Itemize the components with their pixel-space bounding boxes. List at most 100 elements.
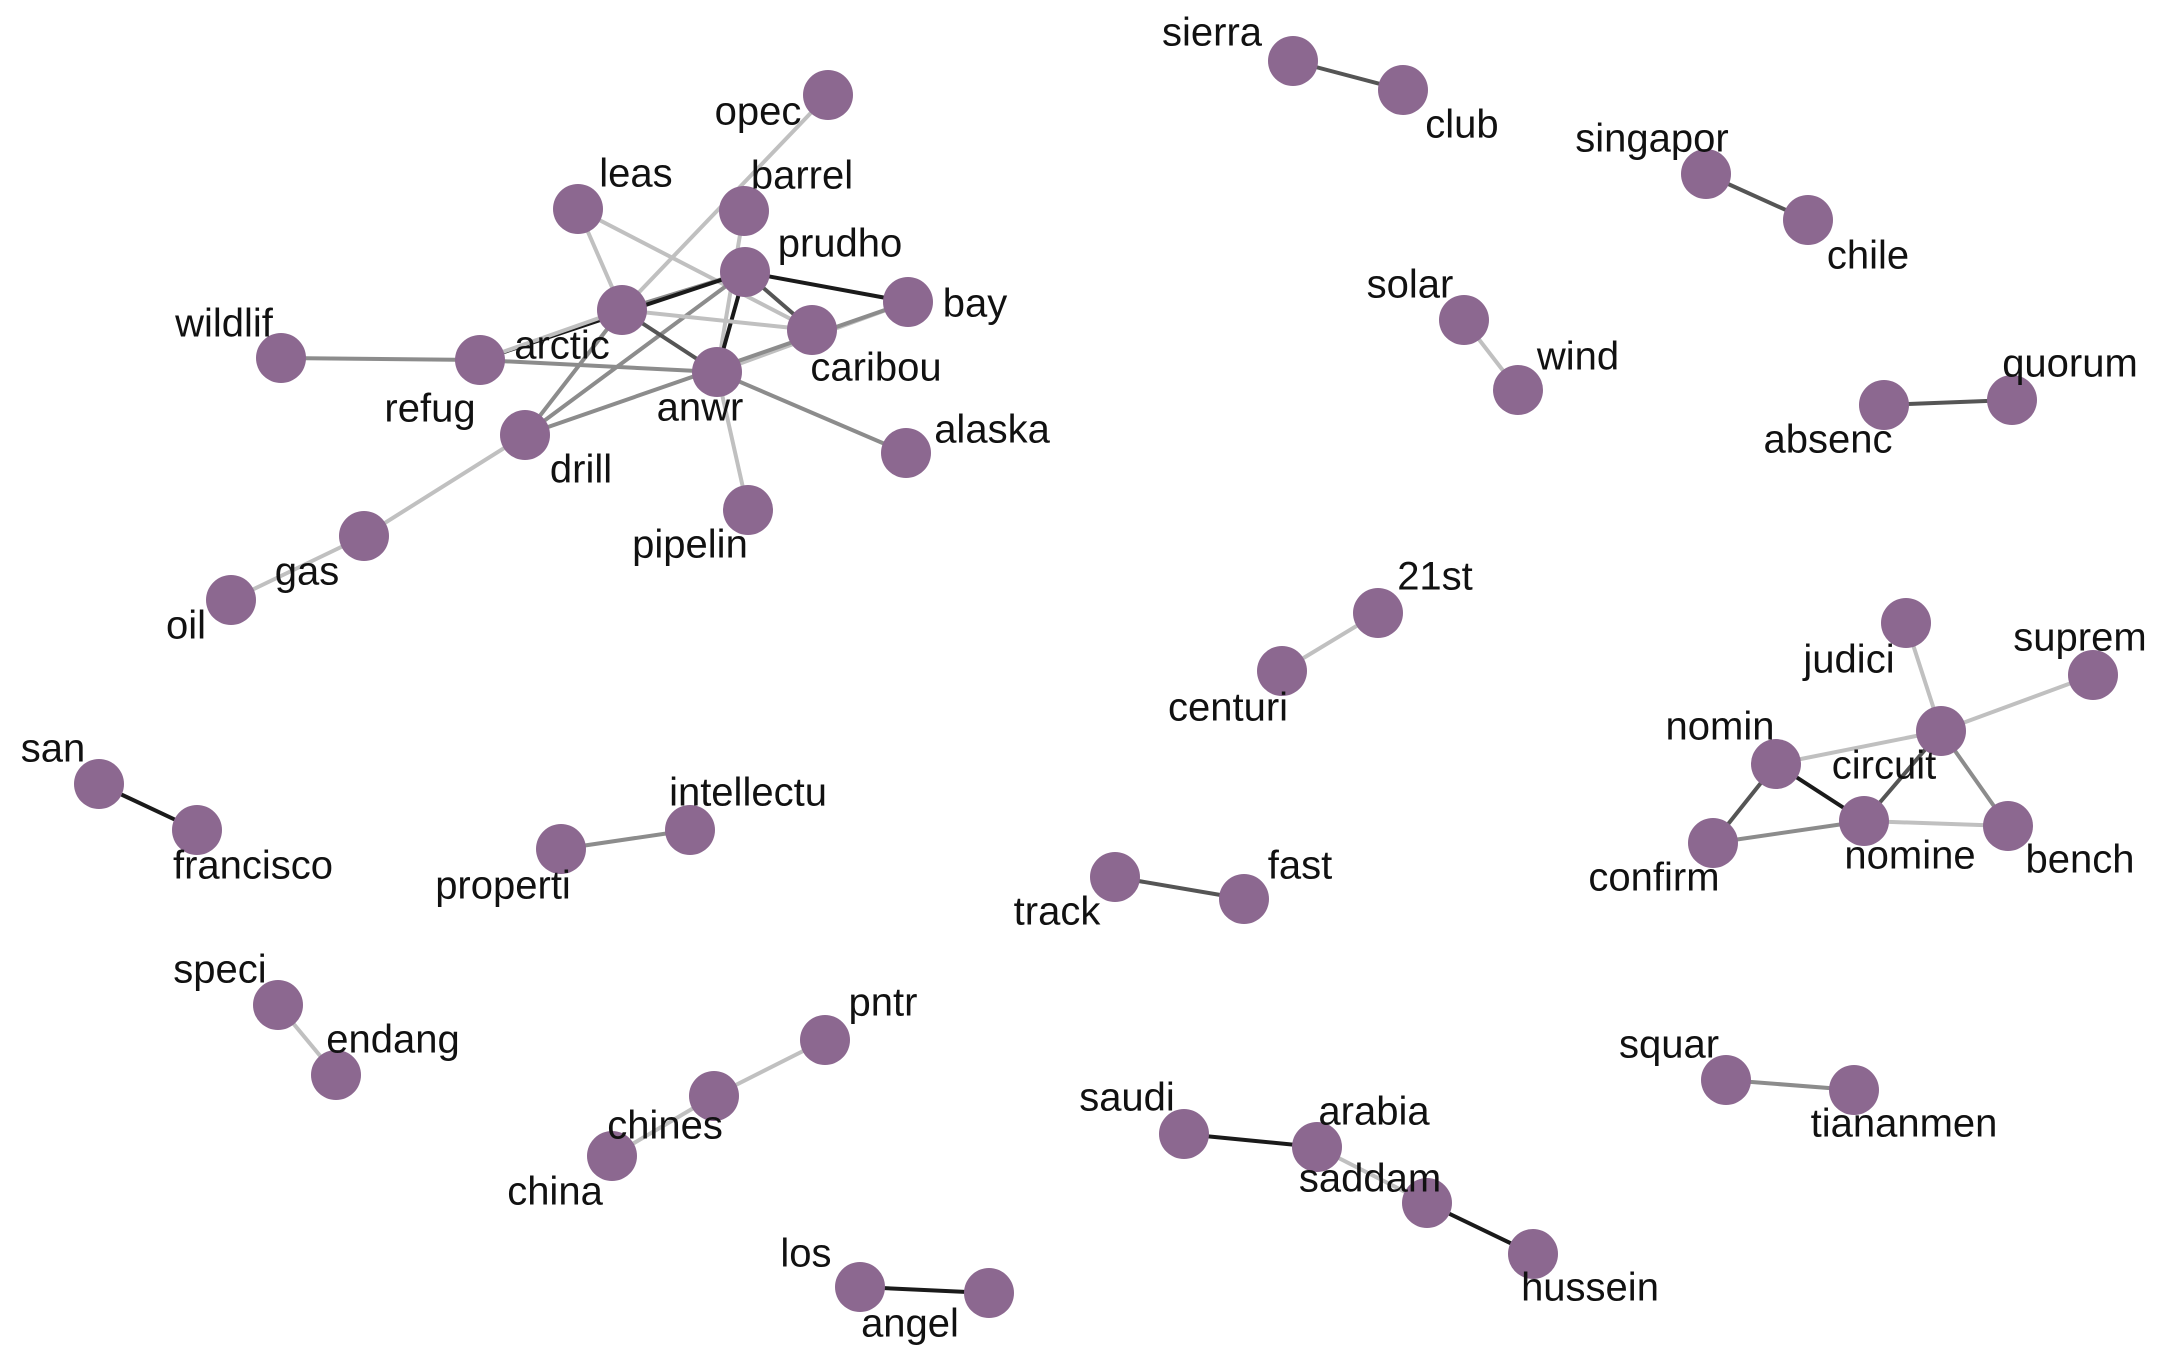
edge-wildlif-refug <box>279 356 482 362</box>
node-label-singapor: singapor <box>1575 117 1728 161</box>
node-anwr <box>692 347 742 397</box>
node-label-leas: leas <box>599 152 672 196</box>
node-endang <box>311 1050 361 1100</box>
node-prudho <box>720 247 770 297</box>
node-label-caribou: caribou <box>810 346 941 390</box>
node-quorum <box>1987 375 2037 425</box>
node-leas <box>553 184 603 234</box>
node-label-saddam: saddam <box>1299 1157 1441 1201</box>
node-properti <box>536 824 586 874</box>
node-label-circuit: circuit <box>1832 744 1936 788</box>
node-label-pntr: pntr <box>849 981 918 1025</box>
node-label-nomin: nomin <box>1666 705 1775 749</box>
node-angel <box>964 1268 1014 1318</box>
node-club <box>1378 65 1428 115</box>
node-alaska <box>881 428 931 478</box>
node-label-prudho: prudho <box>778 222 903 266</box>
node-fast <box>1219 874 1269 924</box>
node-label-san: san <box>21 727 86 771</box>
node-label-wildlif: wildlif <box>174 302 274 346</box>
edge-suprem-circuit <box>1939 673 2095 733</box>
node-label-intellectu: intellectu <box>669 771 827 815</box>
node-label-hussein: hussein <box>1521 1266 1659 1310</box>
node-label-chines: chines <box>607 1104 723 1148</box>
node-absenc <box>1859 380 1909 430</box>
node-bench <box>1983 801 2033 851</box>
node-singapor <box>1681 149 1731 199</box>
node-label-endang: endang <box>326 1018 459 1062</box>
node-pntr <box>800 1015 850 1065</box>
node-label-21st: 21st <box>1397 555 1473 599</box>
edge-confirm-nomine <box>1711 819 1866 845</box>
node-label-alaska: alaska <box>934 408 1050 452</box>
node-label-absenc: absenc <box>1764 418 1893 462</box>
node-label-angel: angel <box>861 1302 959 1346</box>
node-label-tiananmen: tiananmen <box>1811 1102 1998 1146</box>
node-label-opec: opec <box>715 90 802 134</box>
node-label-judici: judici <box>1802 638 1894 682</box>
edge-refug-anwr <box>478 358 719 374</box>
edge-nomin-circuit <box>1774 729 1943 766</box>
node-label-saudi: saudi <box>1079 1076 1175 1120</box>
node-china <box>587 1131 637 1181</box>
node-label-wind: wind <box>1536 335 1619 379</box>
node-pipelin <box>723 485 773 535</box>
node-tiananmen <box>1829 1065 1879 1115</box>
node-nomine <box>1839 796 1889 846</box>
node-track <box>1090 852 1140 902</box>
node-label-chile: chile <box>1827 234 1909 278</box>
edge-arctic-caribou <box>620 308 814 332</box>
node-circuit <box>1916 706 1966 756</box>
node-wind <box>1493 365 1543 415</box>
node-layer <box>74 36 2118 1318</box>
edge-arctic-refug <box>478 308 624 362</box>
node-label-bench: bench <box>2026 838 2135 882</box>
node-caribou <box>787 305 837 355</box>
node-label-nomine: nomine <box>1844 834 1975 878</box>
node-san <box>74 759 124 809</box>
node-label-solar: solar <box>1367 263 1454 307</box>
node-21st <box>1353 588 1403 638</box>
node-label-refug: refug <box>384 387 475 431</box>
edge-drill-gas <box>362 433 527 538</box>
node-confirm <box>1688 818 1738 868</box>
node-judici <box>1881 598 1931 648</box>
node-sierra <box>1268 36 1318 86</box>
node-nomin <box>1751 739 1801 789</box>
node-refug <box>455 335 505 385</box>
node-label-confirm: confirm <box>1588 856 1719 900</box>
node-arctic <box>597 285 647 335</box>
node-label-fast: fast <box>1268 844 1332 888</box>
node-label-arabia: arabia <box>1318 1090 1430 1134</box>
node-chile <box>1783 195 1833 245</box>
node-label-bay: bay <box>943 282 1008 326</box>
node-label-drill: drill <box>550 448 612 492</box>
node-suprem <box>2068 650 2118 700</box>
node-barrel <box>719 186 769 236</box>
node-gas <box>339 511 389 561</box>
node-label-anwr: anwr <box>657 386 744 430</box>
node-label-sierra: sierra <box>1162 11 1263 55</box>
node-francisco <box>172 805 222 855</box>
node-label-quorum: quorum <box>2002 342 2138 386</box>
node-solar <box>1439 295 1489 345</box>
node-chines <box>689 1071 739 1121</box>
node-label-speci: speci <box>173 948 266 992</box>
node-label-track: track <box>1014 890 1102 934</box>
node-label-oil: oil <box>166 604 206 648</box>
edge-prudho-drill <box>523 270 747 437</box>
node-speci <box>253 980 303 1030</box>
node-saudi <box>1159 1109 1209 1159</box>
edge-prudho-bay <box>743 270 910 304</box>
node-label-china: china <box>507 1170 603 1214</box>
node-label-pipelin: pipelin <box>632 523 748 567</box>
node-wildlif <box>256 333 306 383</box>
edge-leas-caribou <box>576 207 814 332</box>
node-los <box>835 1262 885 1312</box>
node-bay <box>883 277 933 327</box>
node-label-suprem: suprem <box>2013 616 2146 660</box>
node-drill <box>500 410 550 460</box>
node-squar <box>1701 1055 1751 1105</box>
